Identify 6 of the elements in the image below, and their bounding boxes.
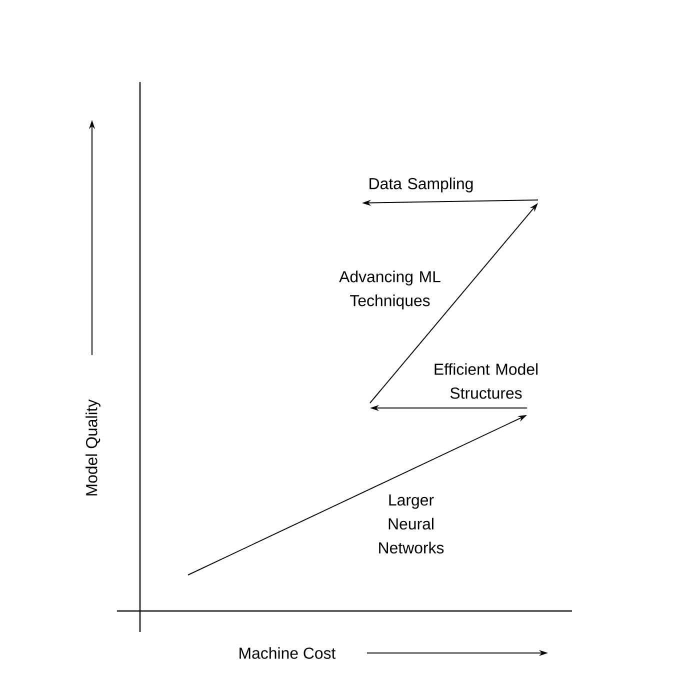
arrow-label: Data Sampling — [370, 178, 473, 192]
arrow-label: Larger Neural Networks — [379, 494, 444, 554]
axis-label: Model Quality — [86, 399, 100, 496]
axis-label: Machine Cost — [240, 647, 336, 659]
arrow-label: Efficient Model Structures — [434, 363, 538, 399]
arrow-label: Advancing ML Techniques — [339, 270, 440, 310]
